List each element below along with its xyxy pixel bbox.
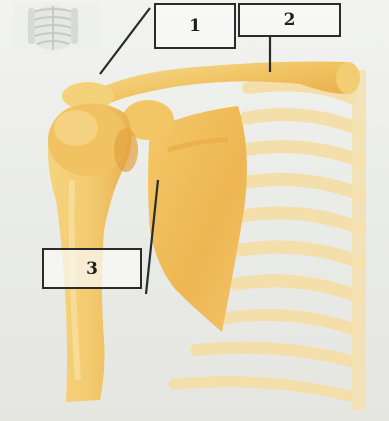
- label-box-1: 1: [154, 3, 236, 49]
- label-2-text: 2: [284, 10, 296, 30]
- thumbnail-skeleton-icon: [14, 2, 100, 54]
- scapula-bone: [148, 106, 247, 332]
- label-box-2: 2: [238, 3, 341, 37]
- spine-edge: [352, 70, 366, 410]
- label-box-3: 3: [42, 248, 142, 289]
- label-3-text: 3: [86, 259, 98, 279]
- label-1-text: 1: [189, 16, 201, 36]
- clavicle-bone: [98, 62, 357, 105]
